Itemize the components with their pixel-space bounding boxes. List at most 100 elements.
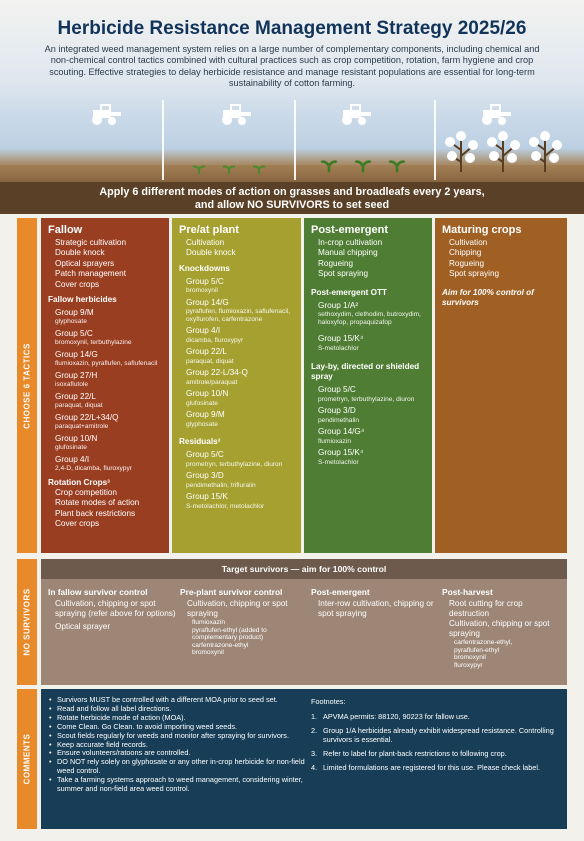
sprout-icon <box>388 160 406 173</box>
list-item: Cover crops <box>55 519 100 529</box>
footnote-item: 1.APVMA permits: 88120, 90223 for fallow… <box>311 711 470 721</box>
list-item: Cultivation <box>186 238 225 247</box>
list-item: Cultivation, chipping or spot spraying (… <box>55 599 176 618</box>
list-item: Cultivation, chipping or spot spraying <box>449 619 550 638</box>
list-subitem: carfentrazone-ethyl, <box>454 639 513 646</box>
side-label-no-survivors: NO SURVIVORS <box>17 559 37 685</box>
side-label-comments: COMMENTS <box>17 689 37 829</box>
sprout-icon <box>192 165 206 174</box>
banner-line-2: and allow NO SURVIVORS to set seed <box>194 198 390 211</box>
list-subitem: fluroxypyr <box>454 661 483 669</box>
postemergent-survivor-column: Post-emergent Inter-row cultivation, chi… <box>311 587 435 619</box>
list-subitem: pyraflufen-ethyl (added to complementary… <box>192 626 267 642</box>
knockdowns-heading: Knockdowns <box>179 263 230 273</box>
list-item: Chipping <box>449 248 482 258</box>
list-item: Plant back restrictions <box>55 508 136 518</box>
sprout-icon <box>320 160 338 173</box>
list-subitem: pyraflufen-ethyl <box>454 646 500 654</box>
survivor-col-title: Pre-plant survivor control <box>180 587 283 597</box>
comment-item: Take a farming systems approach to weed … <box>49 775 311 794</box>
footnote-item: 2.Group 1/A herbicides already exhibit w… <box>311 725 554 744</box>
list-subitem: carfentrazone-ethyl <box>192 641 249 649</box>
footnote-item: 3.Refer to label for plant-back restrict… <box>311 748 507 758</box>
page-title: Herbicide Resistance Management Strategy… <box>57 18 527 39</box>
preplant-survivor-column: Pre-plant survivor control Cultivation, … <box>180 587 306 657</box>
ott-heading: Post-emergent OTT <box>311 287 387 297</box>
postemergent-column: Post-emergent In-crop cultivation Manual… <box>304 218 432 553</box>
list-item: Cover crops <box>55 279 100 289</box>
comments-panel: Survivors MUST be controlled with a diff… <box>41 689 567 829</box>
list-item: Optical sprayer <box>55 622 111 631</box>
footnotes: Footnotes: 1.APVMA permits: 88120, 90223… <box>311 697 561 777</box>
cotton-plant-icon <box>487 131 520 172</box>
list-subitem: bromoxynil <box>454 654 486 662</box>
list-item: Optical sprayers <box>55 258 115 268</box>
cotton-plant-icon <box>529 131 562 172</box>
list-item: Double knock <box>55 248 105 258</box>
side-label-choose: CHOOSE 6 TACTICS <box>17 218 37 553</box>
survivor-col-title: In fallow survivor control <box>48 587 148 597</box>
footnote-item: 4.Limited formulations are registered fo… <box>311 762 540 772</box>
comment-item: DO NOT rely solely on glyphosate or any … <box>49 757 311 776</box>
list-item: Rogueing <box>318 258 354 268</box>
postharvest-survivor-column: Post-harvest Root cutting for crop destr… <box>442 587 564 669</box>
stage-divider <box>294 100 296 180</box>
comment-item: Ensure volunteers/ratoons are controlled… <box>49 749 311 759</box>
comments-list: Survivors MUST be controlled with a diff… <box>49 695 311 794</box>
banner-line-1: Apply 6 different modes of action on gra… <box>99 186 485 198</box>
survivors-panel: In fallow survivor control Cultivation, … <box>41 579 567 685</box>
survivor-col-title: Post-harvest <box>442 587 493 597</box>
comment-item: Keep accurate field records. <box>49 740 311 750</box>
tractor-icon <box>222 104 251 125</box>
survivors-heading: Target survivors — aim for 100% control <box>41 559 567 579</box>
list-subitem: flumioxazin <box>192 619 225 626</box>
comment-item: Read and follow all label directions. <box>49 704 311 714</box>
list-item: Cultivation, chipping or spot spraying <box>187 599 288 618</box>
rotation-crops-heading: Rotation Crops³ <box>48 478 110 488</box>
list-item: Manual chipping <box>318 248 378 258</box>
maturing-column: Maturing crops Cultivation Chipping Rogu… <box>435 218 567 553</box>
fallow-column: Fallow Strategic cultivation Double knoc… <box>41 218 169 553</box>
stage-divider <box>434 100 436 180</box>
hero-illustration: Herbicide Resistance Management Strategy… <box>0 0 584 190</box>
list-item: Inter-row cultivation, chipping or spot … <box>318 599 434 618</box>
fallow-herbicides-heading: Fallow herbicides <box>48 295 117 305</box>
comment-item: Rotate herbicide mode of action (MOA). <box>49 713 311 723</box>
list-item: Patch management <box>55 269 127 279</box>
survivor-col-title: Post-emergent <box>311 587 370 597</box>
sprout-icon <box>222 165 236 174</box>
sprout-icon <box>252 165 266 174</box>
list-item: In-crop cultivation <box>318 238 383 247</box>
footnotes-title: Footnotes: <box>311 697 346 706</box>
tractor-icon <box>92 104 121 125</box>
list-item: Spot spraying <box>449 269 500 279</box>
maturing-title: Maturing crops <box>442 224 522 236</box>
stage-divider <box>162 100 164 180</box>
list-item: Cultivation <box>449 238 488 247</box>
list-item: Spot spraying <box>318 269 369 279</box>
preplant-title: Pre/at plant <box>179 224 239 236</box>
residuals-heading: Residuals³ <box>179 437 221 447</box>
cotton-plant-icon <box>445 131 478 172</box>
sprout-icon <box>354 160 372 173</box>
